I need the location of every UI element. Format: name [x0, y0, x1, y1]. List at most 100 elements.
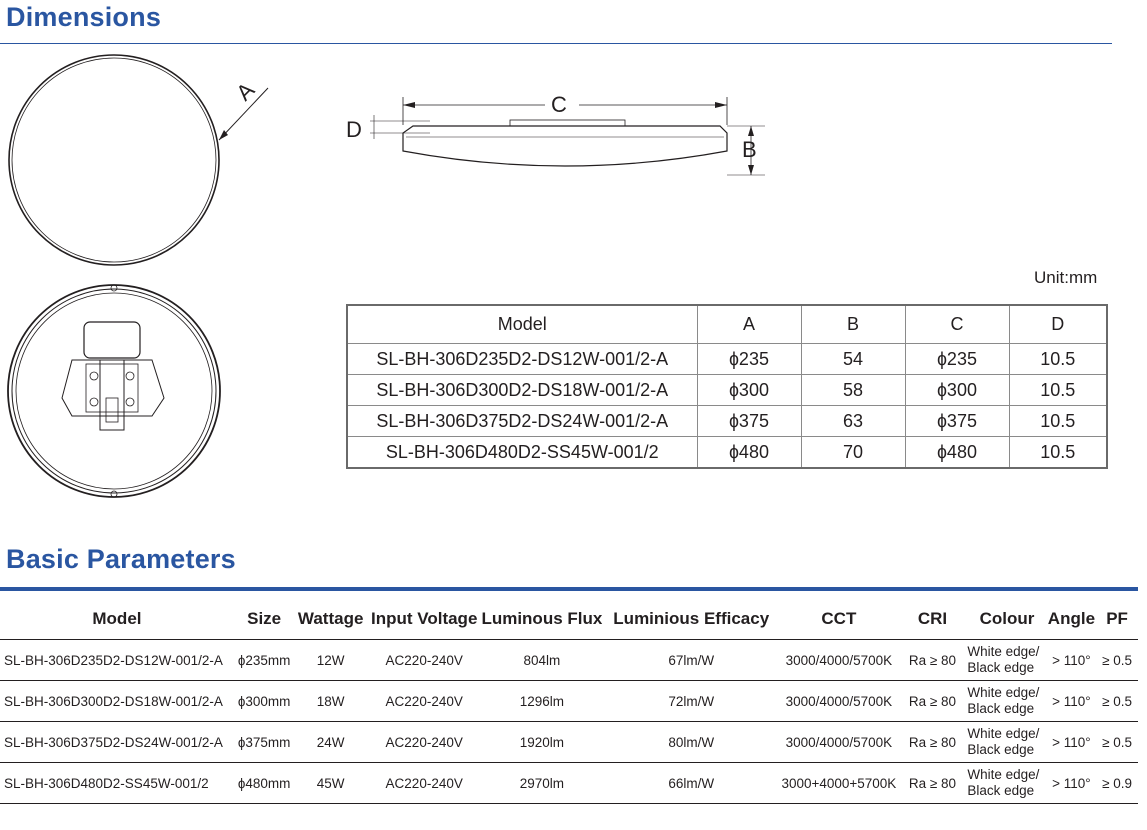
dimensions-table: Model A B C D SL-BH-306D235D2-DS12W-001/…: [346, 304, 1108, 469]
cell-model: SL-BH-306D480D2-SS45W-001/2: [0, 762, 234, 804]
cell-a: ɸ375: [696, 405, 802, 437]
header-model: Model: [0, 599, 234, 640]
dimension-d-label: D: [346, 117, 362, 142]
cell-pf: ≥ 0.5: [1096, 721, 1138, 763]
cell-b: 58: [800, 374, 906, 406]
header-b: B: [800, 304, 906, 344]
header-colour: Colour: [967, 599, 1047, 640]
cell-angle: > 110°: [1046, 639, 1097, 681]
header-luminous-efficacy: Luminious Efficacy: [602, 599, 781, 640]
cell-a: ɸ300: [696, 374, 802, 406]
cell-luminous-flux: 804lm: [481, 639, 603, 681]
cell-model: SL-BH-306D300D2-DS18W-001/2-A: [346, 374, 698, 406]
cell-colour: White edge/ Black edge: [967, 762, 1047, 804]
header-cct: CCT: [780, 599, 898, 640]
cell-luminous-flux: 1296lm: [481, 680, 603, 722]
cell-d: 10.5: [1008, 343, 1108, 375]
side-view-drawing: C D B: [346, 91, 765, 176]
cell-model: SL-BH-306D235D2-DS12W-001/2-A: [346, 343, 698, 375]
cell-wattage: 24W: [294, 721, 367, 763]
cell-cri: Ra ≥ 80: [897, 762, 968, 804]
table-row: SL-BH-306D300D2-DS18W-001/2-A ɸ300 58 ɸ3…: [346, 374, 1108, 406]
cell-c: ɸ480: [904, 436, 1010, 469]
parameters-table-header: Model Size Wattage Input Voltage Luminou…: [0, 599, 1138, 640]
cell-b: 54: [800, 343, 906, 375]
header-c: C: [904, 304, 1010, 344]
dimensions-table-header: Model A B C D: [346, 304, 1108, 344]
cell-a: ɸ235: [696, 343, 802, 375]
table-row: SL-BH-306D300D2-DS18W-001/2-A ɸ300mm 18W…: [0, 680, 1138, 722]
cell-b: 63: [800, 405, 906, 437]
cell-angle: > 110°: [1046, 680, 1097, 722]
cell-model: SL-BH-306D300D2-DS18W-001/2-A: [0, 680, 234, 722]
front-view-drawing: A: [8, 54, 269, 266]
cell-wattage: 12W: [294, 639, 367, 681]
header-input-voltage: Input Voltage: [366, 599, 482, 640]
header-angle: Angle: [1046, 599, 1097, 640]
cell-model: SL-BH-306D375D2-DS24W-001/2-A: [346, 405, 698, 437]
cell-size: ɸ375mm: [233, 721, 295, 763]
cell-pf: ≥ 0.9: [1096, 762, 1138, 804]
table-row: SL-BH-306D480D2-SS45W-001/2 ɸ480mm 45W A…: [0, 762, 1138, 804]
dimension-b-label: B: [742, 137, 757, 162]
cell-luminous-flux: 2970lm: [481, 762, 603, 804]
cell-wattage: 45W: [294, 762, 367, 804]
header-model: Model: [346, 304, 698, 344]
cell-pf: ≥ 0.5: [1096, 639, 1138, 681]
cell-angle: > 110°: [1046, 721, 1097, 763]
header-a: A: [696, 304, 802, 344]
cell-cct: 3000/4000/5700K: [780, 721, 898, 763]
cell-d: 10.5: [1008, 436, 1108, 469]
cell-input-voltage: AC220-240V: [366, 721, 482, 763]
cell-c: ɸ300: [904, 374, 1010, 406]
table-row: SL-BH-306D235D2-DS12W-001/2-A ɸ235 54 ɸ2…: [346, 343, 1108, 375]
cell-luminous-efficacy: 72lm/W: [602, 680, 781, 722]
header-d: D: [1008, 304, 1108, 344]
cell-model: SL-BH-306D375D2-DS24W-001/2-A: [0, 721, 234, 763]
header-size: Size: [233, 599, 295, 640]
table-row: SL-BH-306D375D2-DS24W-001/2-A ɸ375mm 24W…: [0, 721, 1138, 763]
cell-c: ɸ235: [904, 343, 1010, 375]
basic-parameters-heading: Basic Parameters: [6, 544, 236, 574]
parameters-divider: [0, 587, 1138, 591]
cell-cct: 3000/4000/5700K: [780, 680, 898, 722]
cell-angle: > 110°: [1046, 762, 1097, 804]
back-view-drawing: [7, 284, 221, 498]
header-pf: PF: [1096, 599, 1138, 640]
cell-cct: 3000/4000/5700K: [780, 639, 898, 681]
cell-size: ɸ480mm: [233, 762, 295, 804]
cell-cri: Ra ≥ 80: [897, 680, 968, 722]
cell-model: SL-BH-306D235D2-DS12W-001/2-A: [0, 639, 234, 681]
header-luminous-flux: Luminous Flux: [481, 599, 603, 640]
cell-luminous-flux: 1920lm: [481, 721, 603, 763]
dimensions-divider: [0, 43, 1112, 44]
cell-input-voltage: AC220-240V: [366, 639, 482, 681]
dimensions-heading: Dimensions: [6, 2, 162, 32]
cell-cct: 3000+4000+5700K: [780, 762, 898, 804]
cell-a: ɸ480: [696, 436, 802, 469]
cell-c: ɸ375: [904, 405, 1010, 437]
dimension-c-label: C: [551, 92, 567, 117]
table-row: SL-BH-306D235D2-DS12W-001/2-A ɸ235mm 12W…: [0, 639, 1138, 681]
cell-luminous-efficacy: 67lm/W: [602, 639, 781, 681]
header-cri: CRI: [897, 599, 968, 640]
header-wattage: Wattage: [294, 599, 367, 640]
table-row: SL-BH-306D375D2-DS24W-001/2-A ɸ375 63 ɸ3…: [346, 405, 1108, 437]
parameters-table: Model Size Wattage Input Voltage Luminou…: [0, 599, 1138, 804]
cell-wattage: 18W: [294, 680, 367, 722]
cell-input-voltage: AC220-240V: [366, 762, 482, 804]
cell-size: ɸ235mm: [233, 639, 295, 681]
cell-pf: ≥ 0.5: [1096, 680, 1138, 722]
cell-input-voltage: AC220-240V: [366, 680, 482, 722]
cell-cri: Ra ≥ 80: [897, 721, 968, 763]
cell-cri: Ra ≥ 80: [897, 639, 968, 681]
cell-d: 10.5: [1008, 374, 1108, 406]
cell-size: ɸ300mm: [233, 680, 295, 722]
cell-luminous-efficacy: 66lm/W: [602, 762, 781, 804]
table-row: SL-BH-306D480D2-SS45W-001/2 ɸ480 70 ɸ480…: [346, 436, 1108, 469]
cell-luminous-efficacy: 80lm/W: [602, 721, 781, 763]
cell-colour: White edge/ Black edge: [967, 680, 1047, 722]
cell-b: 70: [800, 436, 906, 469]
cell-d: 10.5: [1008, 405, 1108, 437]
cell-colour: White edge/ Black edge: [967, 721, 1047, 763]
